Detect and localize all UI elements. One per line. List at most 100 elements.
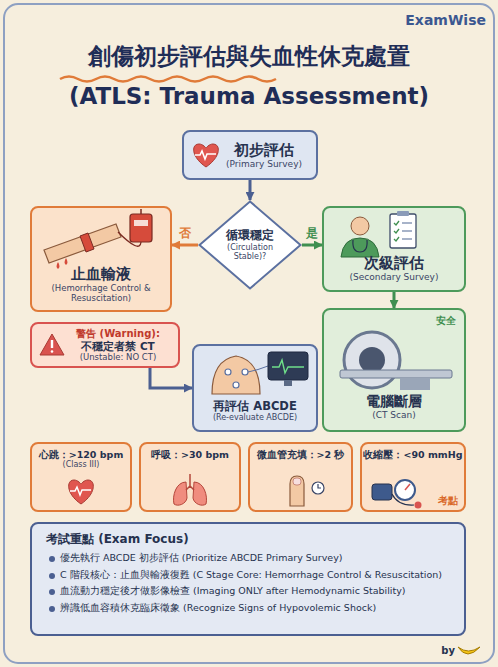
flow-arrow bbox=[393, 292, 396, 308]
doctor-clipboard-icon bbox=[341, 211, 416, 257]
lungs-icon bbox=[174, 482, 188, 505]
edge-label: 是 bbox=[302, 226, 322, 240]
process-box: 次級評估(Secondary Survey) bbox=[322, 206, 466, 292]
status-tag: 安全 bbox=[436, 315, 456, 326]
node-subtitle: (Unstable: NO CT) bbox=[80, 352, 157, 362]
finger-icon bbox=[290, 476, 324, 506]
node-heading: 警告 (Warning): bbox=[76, 328, 160, 340]
warning-box: 警告 (Warning):不穩定者禁 CT(Unstable: NO CT) bbox=[30, 322, 180, 368]
doctor-clipboard-icon bbox=[402, 223, 412, 239]
ecg-patient-icon bbox=[242, 369, 248, 375]
node-heading: 呼吸：>30 bpm bbox=[151, 449, 229, 460]
ct-scanner-icon bbox=[340, 332, 452, 390]
node-heading: 循環穩定 bbox=[226, 228, 274, 242]
heart-icon bbox=[69, 480, 94, 504]
flow-arrow bbox=[172, 244, 198, 247]
doctor-clipboard-icon bbox=[351, 217, 369, 235]
node-heading: 再評估 ABCDE bbox=[213, 400, 297, 414]
bp-cuff-icon bbox=[372, 484, 392, 500]
process-box: 初步評估(Primary Survey) bbox=[182, 130, 318, 180]
vital-sign-box: 心跳：>120 bpm(Class III) bbox=[30, 442, 132, 512]
node-subtitle: 電腦斷層 bbox=[366, 393, 422, 410]
finger-icon bbox=[293, 478, 301, 485]
node-heading: 止血輸液 bbox=[71, 265, 131, 283]
bullet-text: C 階段核心：止血與輸液復甦 (C Stage Core: Hemorrhage… bbox=[46, 569, 442, 580]
tourniquet-iv-icon bbox=[65, 258, 68, 265]
node-heading: 收縮壓：<90 mmHg bbox=[363, 449, 462, 460]
lungs-icon bbox=[193, 482, 207, 505]
warning-triangle-icon bbox=[51, 340, 53, 348]
exam-focus-box: 考試重點 (Exam Focus) 優先執行 ABCDE 初步評估 (Priori… bbox=[30, 522, 466, 636]
brand-label: ExamWise bbox=[390, 12, 486, 29]
banana-icon bbox=[458, 647, 480, 654]
doctor-clipboard-icon bbox=[353, 240, 367, 252]
tourniquet-iv-icon bbox=[44, 224, 121, 263]
node-subtitle: (Re-evaluate ABCDE) bbox=[213, 413, 297, 423]
flow-arrow bbox=[150, 368, 192, 388]
vital-sign-box: 收縮壓：<90 mmHg 考點 bbox=[360, 442, 466, 512]
node-subtitle: (Primary Survey) bbox=[226, 159, 302, 170]
node-heading: 心跳：>120 bpm bbox=[39, 449, 124, 460]
node-subtitle: (CT Scan) bbox=[372, 410, 416, 421]
doctor-clipboard-icon bbox=[394, 221, 399, 241]
warning-triangle-icon bbox=[51, 350, 54, 353]
tourniquet-iv-icon bbox=[130, 214, 152, 242]
title: 創傷初步評估與失血性休克處置 (ATLS: Trauma Assessment) bbox=[49, 36, 449, 116]
banana-icon bbox=[458, 647, 480, 654]
doctor-clipboard-icon bbox=[341, 238, 379, 257]
node-subtitle: (Secondary Survey) bbox=[350, 272, 439, 283]
bp-cuff-icon bbox=[415, 502, 422, 509]
ecg-patient-icon bbox=[284, 380, 292, 386]
node-heading: 考試重點 (Exam Focus) bbox=[46, 532, 189, 546]
process-box: 安全電腦斷層(CT Scan) bbox=[322, 308, 466, 432]
bullet-text: 血流動力穩定後才做影像檢查 (Imaging ONLY after Hemody… bbox=[46, 585, 406, 596]
exam-tag: 考點 bbox=[438, 495, 458, 507]
tourniquet-iv-icon bbox=[140, 209, 142, 214]
node-heading: 微血管充填：>2 秒 bbox=[257, 449, 345, 460]
finger-icon bbox=[318, 484, 321, 488]
ct-scanner-icon bbox=[359, 347, 385, 373]
vital-sign-box: 呼吸：>30 bpm bbox=[139, 442, 241, 512]
ecg-patient-icon bbox=[248, 366, 268, 372]
node-subtitle: 不穩定者禁 CT bbox=[81, 340, 155, 353]
doctor-clipboard-icon bbox=[390, 214, 416, 248]
heart-icon bbox=[70, 487, 91, 495]
page-border bbox=[4, 4, 494, 663]
tourniquet-iv-icon bbox=[118, 232, 141, 246]
node-subtitle: (Class III) bbox=[63, 460, 100, 470]
flow-arrow bbox=[302, 244, 322, 247]
diamond-shape bbox=[200, 202, 301, 289]
vital-sign-box: 微血管充填：>2 秒 bbox=[248, 442, 353, 512]
process-box: 再評估 ABCDE(Re-evaluate ABCDE) bbox=[192, 344, 318, 432]
ecg-patient-icon bbox=[212, 356, 260, 394]
flow-arrow bbox=[249, 180, 252, 200]
bp-cuff-icon bbox=[395, 480, 415, 500]
ecg-patient-icon bbox=[225, 369, 231, 375]
heart-monitor-icon bbox=[195, 151, 216, 159]
bullet-text: 優先執行 ABCDE 初步評估 (Prioritize ABCDE Primar… bbox=[46, 552, 343, 563]
ecg-patient-icon bbox=[233, 382, 239, 388]
finger-icon bbox=[312, 482, 324, 494]
node-heading: 次級評估 bbox=[364, 254, 424, 272]
tourniquet-iv-icon bbox=[134, 220, 148, 226]
warning-triangle-icon bbox=[40, 334, 64, 355]
doctor-clipboard-icon bbox=[397, 211, 409, 216]
heart-monitor-icon bbox=[194, 144, 219, 167]
tourniquet-iv-icon bbox=[80, 233, 94, 252]
tourniquet-iv-icon bbox=[44, 209, 152, 269]
credit-label: by bbox=[410, 645, 455, 657]
ecg-patient-icon bbox=[268, 352, 308, 380]
title-underline bbox=[60, 77, 276, 82]
node-heading: 初步評估 bbox=[234, 141, 294, 159]
warning-triangle-icon bbox=[40, 334, 64, 355]
finger-icon bbox=[290, 476, 304, 506]
lungs-icon bbox=[186, 474, 194, 490]
ct-scanner-icon bbox=[340, 370, 452, 378]
node-subtitle: (Hemorrhage Control & Resuscitation) bbox=[38, 283, 164, 303]
heart-icon bbox=[69, 480, 94, 504]
ct-scanner-icon bbox=[344, 332, 400, 388]
